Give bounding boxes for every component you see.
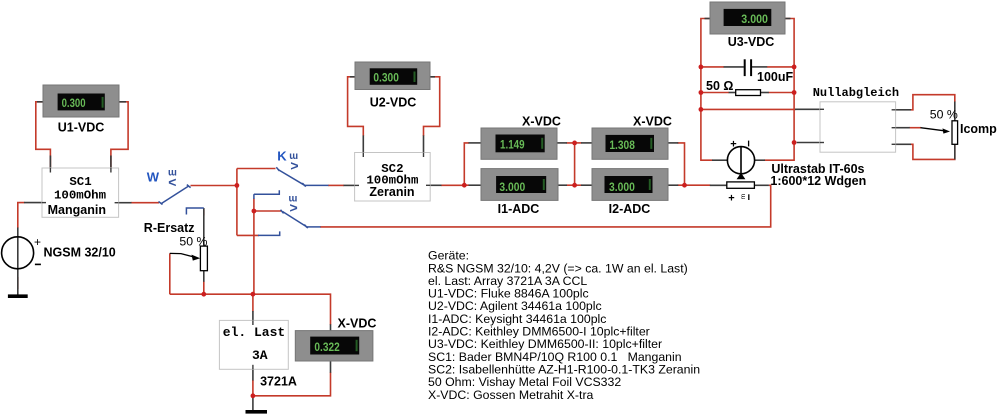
svg-text:K: K (277, 149, 287, 164)
svg-text:el. Last: Array 3721A 3A CCL: el. Last: Array 3721A 3A CCL (428, 274, 587, 288)
svg-text:X-VDC: Gossen Metrahit X-tra: X-VDC: Gossen Metrahit X-tra (428, 388, 594, 402)
svg-text:50 Ohm: Vishay Metal Foil VCS3: 50 Ohm: Vishay Metal Foil VCS332 (428, 375, 621, 389)
svg-text:m: m (288, 193, 297, 204)
svg-text:SC1: Bader BMN4P/10Q R100 0.1: SC1: Bader BMN4P/10Q R100 0.1 Manganin (428, 350, 682, 364)
svg-text:1:600*12 Wdgen: 1:600*12 Wdgen (770, 174, 866, 188)
svg-text:SC1: SC1 (69, 175, 91, 189)
svg-text:3.000: 3.000 (741, 14, 768, 26)
svg-text:U3-VDC: U3-VDC (728, 35, 775, 49)
svg-text:50 %: 50 % (930, 108, 958, 122)
svg-text:I2-ADC: Keithley DMM6500-I 10p: I2-ADC: Keithley DMM6500-I 10plc+filter (428, 325, 650, 339)
svg-text:R-Ersatz: R-Ersatz (144, 221, 195, 235)
svg-text:>: > (290, 200, 298, 216)
svg-text:0.322: 0.322 (314, 342, 339, 354)
svg-text:I1-ADC: Keysight 34461a 100plc: I1-ADC: Keysight 34461a 100plc (428, 312, 606, 326)
svg-text:Geräte:: Geräte: (428, 249, 469, 263)
svg-text:+: + (730, 139, 736, 151)
svg-text:3.000: 3.000 (609, 182, 635, 194)
svg-text:I2-ADC: I2-ADC (609, 202, 651, 216)
svg-text:50 Ω: 50 Ω (706, 79, 733, 93)
svg-text:+: + (728, 192, 734, 204)
svg-text:SC2: SC2 (381, 162, 403, 176)
svg-text:3.000: 3.000 (499, 182, 525, 194)
svg-text:Icomp: Icomp (960, 122, 997, 136)
svg-text:3A: 3A (252, 348, 268, 363)
svg-text:X-VDC: X-VDC (338, 317, 377, 331)
svg-text:Nullabgleich: Nullabgleich (813, 86, 899, 100)
svg-text:m: m (168, 167, 177, 178)
svg-text:m: m (740, 194, 747, 199)
svg-text:m: m (289, 151, 298, 162)
svg-text:1.308: 1.308 (609, 140, 635, 152)
svg-text:<: < (168, 174, 176, 190)
svg-text:0.300: 0.300 (62, 98, 86, 110)
svg-text:U1-VDC: U1-VDC (58, 121, 105, 135)
svg-text:Zeranin: Zeranin (369, 185, 414, 199)
svg-text:100mOhm: 100mOhm (366, 174, 418, 188)
svg-text:X-VDC: X-VDC (633, 115, 672, 129)
svg-text:I1-ADC: I1-ADC (498, 202, 540, 216)
svg-text:X-VDC: X-VDC (522, 115, 561, 129)
svg-text:100mOhm: 100mOhm (54, 189, 106, 203)
svg-text:U1-VDC: Fluke 8846A 100plc: U1-VDC: Fluke 8846A 100plc (428, 287, 589, 301)
svg-text:3721A: 3721A (260, 375, 297, 389)
svg-text:U3-VDC: Keithley DMM6500-II: 1: U3-VDC: Keithley DMM6500-II: 10plc+filte… (428, 337, 662, 351)
svg-text:U2-VDC: U2-VDC (370, 96, 417, 110)
svg-text:Ultrastab IT-60s: Ultrastab IT-60s (771, 162, 864, 176)
svg-text:100uF: 100uF (757, 70, 793, 84)
svg-text:>: > (290, 158, 298, 174)
svg-text:NGSM 32/10: NGSM 32/10 (44, 246, 116, 260)
svg-text:+: + (34, 235, 41, 249)
svg-text:R&S NGSM 32/10: 4,2V (=> ca. 1: R&S NGSM 32/10: 4,2V (=> ca. 1W an el. L… (428, 261, 688, 275)
svg-text:0.300: 0.300 (373, 72, 399, 84)
svg-text:el. Last: el. Last (223, 325, 285, 340)
svg-text:Manganin: Manganin (48, 203, 106, 217)
svg-text:50 %: 50 % (179, 235, 207, 249)
svg-text:SC2: Isabellenhütte AZ-H1-R100: SC2: Isabellenhütte AZ-H1-R100-0.1-TK3 Z… (428, 363, 700, 377)
svg-text:U2-VDC: Agilent 34461a 100plc: U2-VDC: Agilent 34461a 100plc (428, 299, 602, 313)
svg-text:1.149: 1.149 (500, 140, 525, 152)
svg-text:W: W (147, 169, 160, 184)
